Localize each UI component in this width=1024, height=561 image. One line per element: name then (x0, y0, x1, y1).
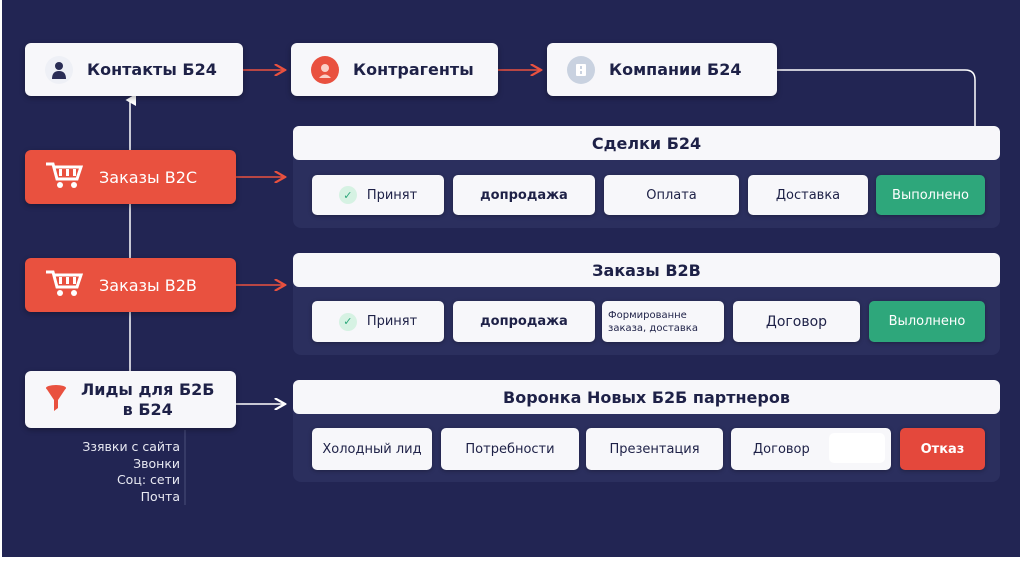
stage-chip[interactable]: ✓ Принят (312, 175, 444, 215)
funnel-icon (45, 384, 67, 416)
profile-icon (311, 55, 339, 84)
node-companies[interactable]: Компании Б24 (547, 43, 777, 96)
lead-sources: Ззявки с сайта Звонки Соц: сети Почта (42, 439, 180, 505)
node-contacts[interactable]: Контакты Б24 (25, 43, 243, 96)
stage-chip[interactable]: Договор (731, 428, 891, 470)
building-icon (567, 55, 595, 84)
stage-label: Принят (366, 187, 418, 203)
pipeline-deals-title: Сделки Б24 (293, 126, 1000, 160)
node-label: Компании Б24 (609, 60, 742, 79)
stage-label: Принят (366, 314, 418, 329)
node-label: Контрагенты (353, 60, 474, 79)
node-label: Заказы B2B (99, 275, 197, 295)
check-icon: ✓ (338, 186, 357, 204)
user-icon (45, 55, 73, 84)
node-label-line1: Лиды для Б2Б (81, 379, 215, 399)
node-orders-b2c[interactable]: Заказы B2C (25, 150, 236, 204)
stage-chip-done[interactable]: Выполнено (876, 175, 985, 215)
stage-chip-done[interactable]: Вылолнено (869, 301, 985, 342)
stage-chip-rejected[interactable]: Отказ (900, 428, 985, 470)
stage-chip[interactable]: Холодный лид (312, 428, 432, 470)
stage-chip[interactable]: Потребности (441, 428, 579, 470)
node-orders-b2b[interactable]: Заказы B2B (25, 258, 236, 312)
line-companies-to-deals (777, 69, 976, 126)
lead-source: Почта (140, 488, 180, 504)
stage-chip[interactable]: допродажа (453, 175, 595, 215)
lead-source: Звонки (133, 455, 180, 471)
stage-chip[interactable]: допродажа (453, 301, 595, 342)
stage-label: Договор (753, 441, 810, 457)
stage-chip[interactable]: ✓ Принят (312, 301, 444, 342)
stage-chip[interactable]: Презентация (586, 428, 723, 470)
cart-icon (45, 269, 84, 301)
lead-source: Соц: сети (116, 472, 180, 487)
pipeline-b2b-title: Заказы B2B (293, 253, 1000, 287)
pipeline-partners-title: Воронка Новых Б2Б партнеров (293, 380, 1000, 414)
stage-chip[interactable]: Оплата (604, 175, 739, 215)
cart-icon (45, 161, 84, 193)
stage-chip[interactable]: Формированне заказа, доставка (602, 301, 724, 342)
node-label: Заказы B2C (99, 167, 198, 187)
node-label-line2: в Б24 (122, 399, 173, 419)
lead-source: Ззявки с сайта (82, 439, 180, 454)
blank-field (829, 433, 885, 463)
node-label: Контакты Б24 (87, 60, 217, 79)
stage-chip[interactable]: Договор (733, 301, 860, 342)
check-icon: ✓ (338, 312, 357, 331)
stage-chip[interactable]: Доставка (748, 175, 868, 215)
node-counterparties[interactable]: Контрагенты (291, 43, 498, 96)
